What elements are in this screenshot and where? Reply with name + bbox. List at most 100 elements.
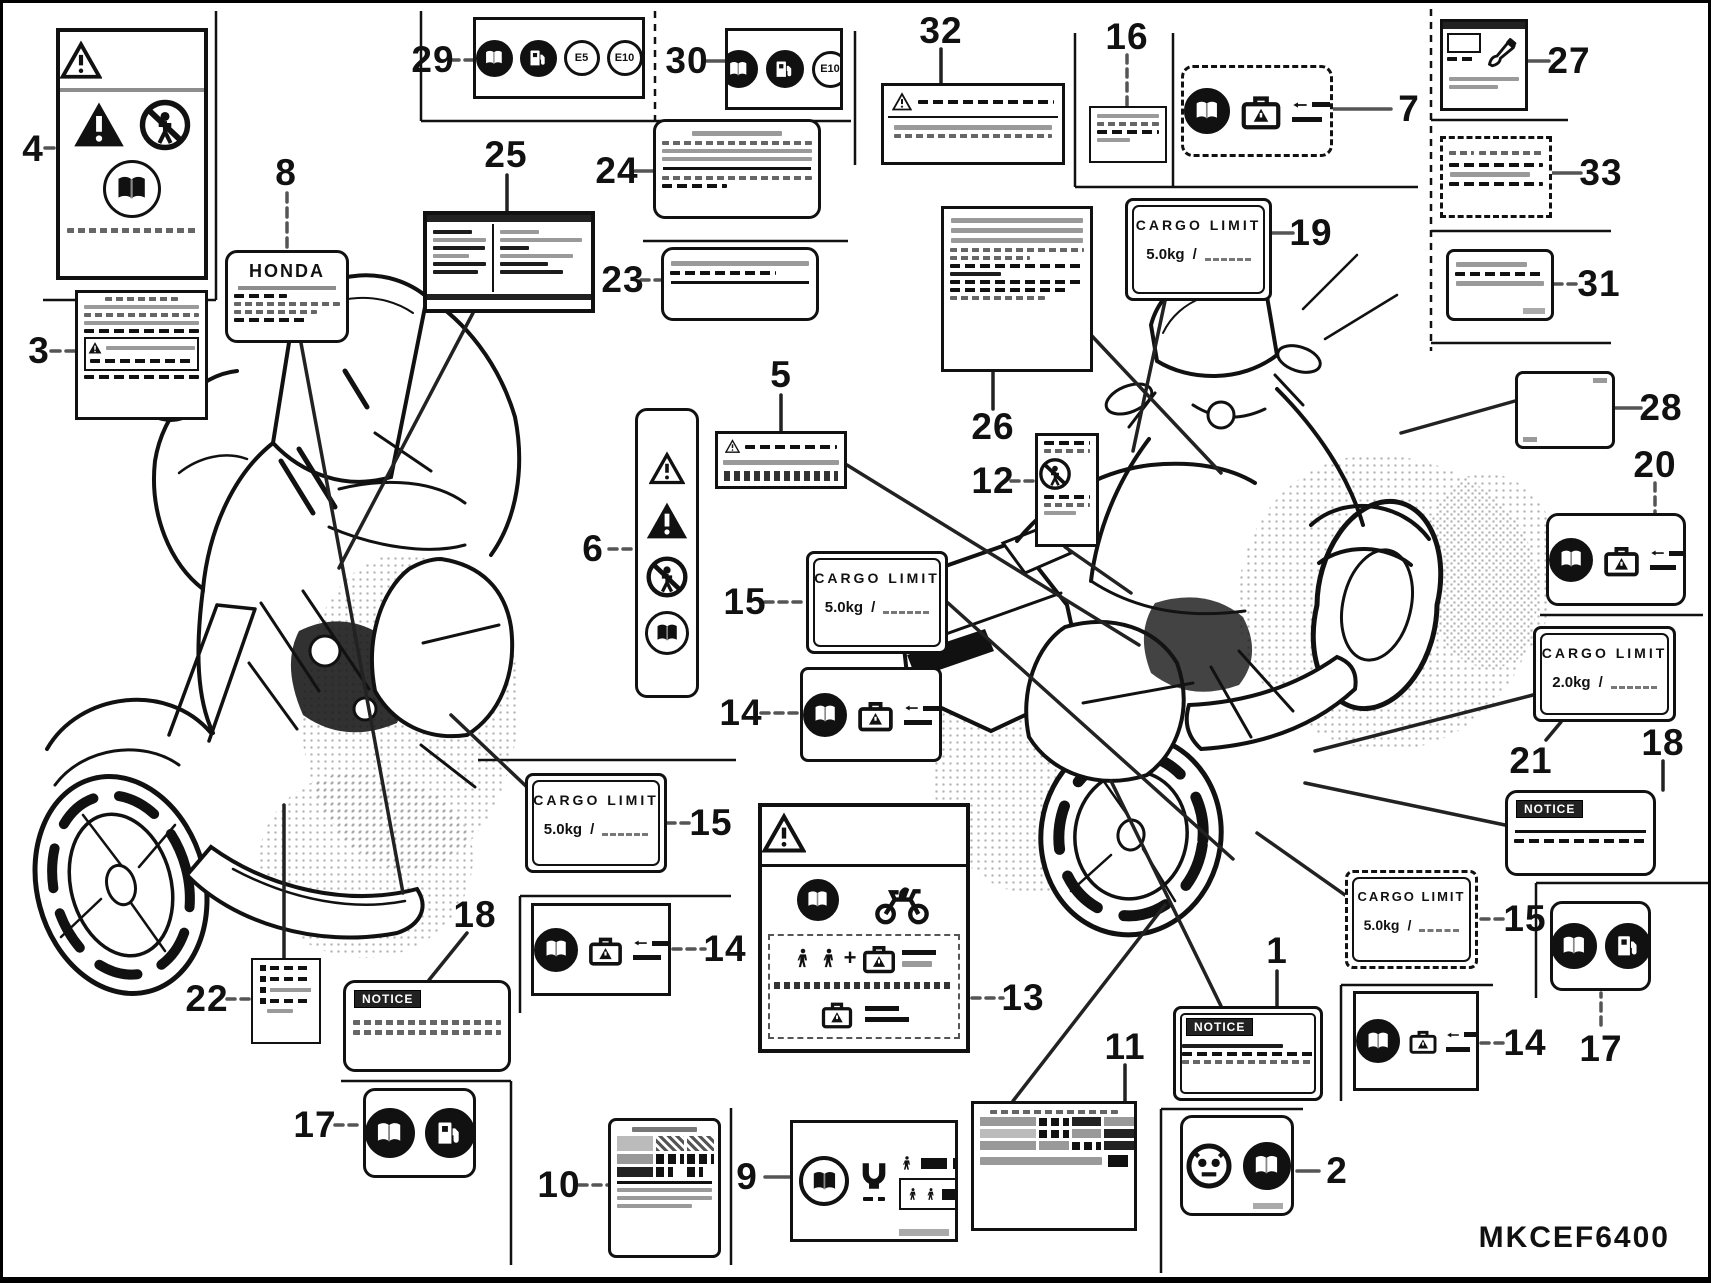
callout-9: 9: [736, 1156, 758, 1197]
cargo-limit-blank: [1419, 919, 1460, 932]
line: [427, 931, 469, 982]
text-line: [951, 228, 1083, 233]
path: [370, 556, 515, 739]
table-cell: [1071, 1129, 1102, 1138]
callout-20: 20: [1633, 444, 1677, 485]
circle: [352, 696, 378, 722]
use: [657, 624, 676, 640]
callout-30: 30: [665, 40, 709, 81]
table-cell: [433, 262, 486, 266]
divider: [60, 88, 204, 92]
luggage-icon: [1238, 88, 1284, 134]
line: [1255, 831, 1347, 897]
svg: [813, 702, 837, 726]
use: [1256, 1156, 1277, 1173]
value-block: [902, 960, 933, 967]
text-line: [67, 228, 197, 233]
pressure-value: [953, 1157, 955, 1169]
text-line: [950, 296, 1045, 300]
cargo-limit-blank: [1204, 248, 1251, 261]
table-cell: [499, 238, 583, 242]
value-block: [652, 940, 668, 946]
use: [777, 61, 792, 76]
warning-triangle-icon: [892, 92, 912, 112]
div: [1443, 147, 1549, 159]
text-line: [270, 988, 311, 992]
warning-triangle-icon: [60, 40, 102, 82]
text-line: [1449, 85, 1499, 89]
cargo-limit-value: 2.0kg: [1552, 674, 1591, 691]
text-line: [950, 272, 1002, 276]
text-line: [894, 125, 1052, 130]
use: [89, 342, 102, 353]
corner-mark: [1253, 1203, 1283, 1209]
line: [845, 463, 1141, 647]
callout-12: 12: [971, 460, 1015, 501]
rider-icon: [899, 1152, 915, 1174]
owners-manual-icon: [1184, 88, 1230, 134]
callout-17-left: 17: [293, 1104, 337, 1145]
table-cell: [1071, 1117, 1102, 1126]
cargo-limit-value: 5.0kg: [824, 599, 864, 616]
warning-triangle-icon: [72, 98, 126, 152]
text-line: [1182, 1060, 1314, 1064]
table-cell: [433, 238, 486, 242]
label-8-honda: HONDA: [225, 250, 349, 343]
table-cell: [656, 1167, 673, 1177]
text-line: [234, 302, 340, 306]
callout-18-left: 18: [453, 894, 497, 935]
use: [649, 559, 686, 596]
arrow-left-icon: [904, 704, 919, 712]
text-line: [662, 184, 727, 188]
ar: [1650, 549, 1683, 557]
value-block: [1669, 550, 1683, 556]
use: [823, 949, 833, 967]
cargo-limit-blank: [1610, 676, 1657, 689]
col: [1446, 1031, 1476, 1052]
text-line: [1097, 114, 1159, 118]
value-block: [1312, 102, 1330, 107]
value-block: [904, 720, 932, 725]
luggage-icon: [1601, 538, 1642, 582]
use: [119, 177, 145, 198]
use: [815, 706, 834, 722]
luggage-icon: [819, 996, 855, 1032]
corner-mark: [1593, 378, 1607, 383]
path: [196, 587, 215, 735]
text-line: [84, 329, 199, 333]
owners-manual-icon: [1549, 537, 1593, 582]
svg: [1253, 1152, 1280, 1179]
text-line: [1479, 151, 1543, 155]
brow: [253, 976, 319, 982]
table-cell: [656, 1154, 684, 1164]
warning-triangle-icon: [649, 451, 685, 487]
ellipse: [47, 790, 195, 980]
flexrow: [1356, 994, 1476, 1088]
use: [824, 1004, 851, 1027]
use: [809, 892, 827, 907]
vstack: [638, 411, 696, 695]
text-line: [670, 271, 777, 275]
line: [1109, 779, 1223, 1008]
text-line: [950, 288, 1067, 292]
use: [63, 44, 100, 76]
warning-triangle-icon: [762, 812, 806, 856]
table-cell: [1104, 1117, 1134, 1126]
header-bar: [1443, 22, 1525, 29]
rider-icon: [818, 945, 840, 971]
cargo-limit-value: 5.0kg: [1146, 246, 1185, 263]
divider: [617, 1181, 712, 1184]
cargo-limit-blank: [602, 823, 649, 836]
text-line: [745, 444, 837, 449]
path: [59, 813, 177, 953]
owners-manual-icon: [476, 39, 513, 77]
use: [74, 103, 124, 147]
cargo-limit-title: CARGO LIMIT: [533, 792, 659, 808]
notice-tag: NOTICE: [1186, 1018, 1254, 1036]
flexrow: [534, 906, 668, 993]
svg: [528, 48, 548, 68]
cargo-limit-blank: [883, 601, 930, 614]
text-line: [1450, 172, 1530, 177]
text-line: [692, 131, 782, 136]
callout-10: 10: [537, 1164, 581, 1205]
